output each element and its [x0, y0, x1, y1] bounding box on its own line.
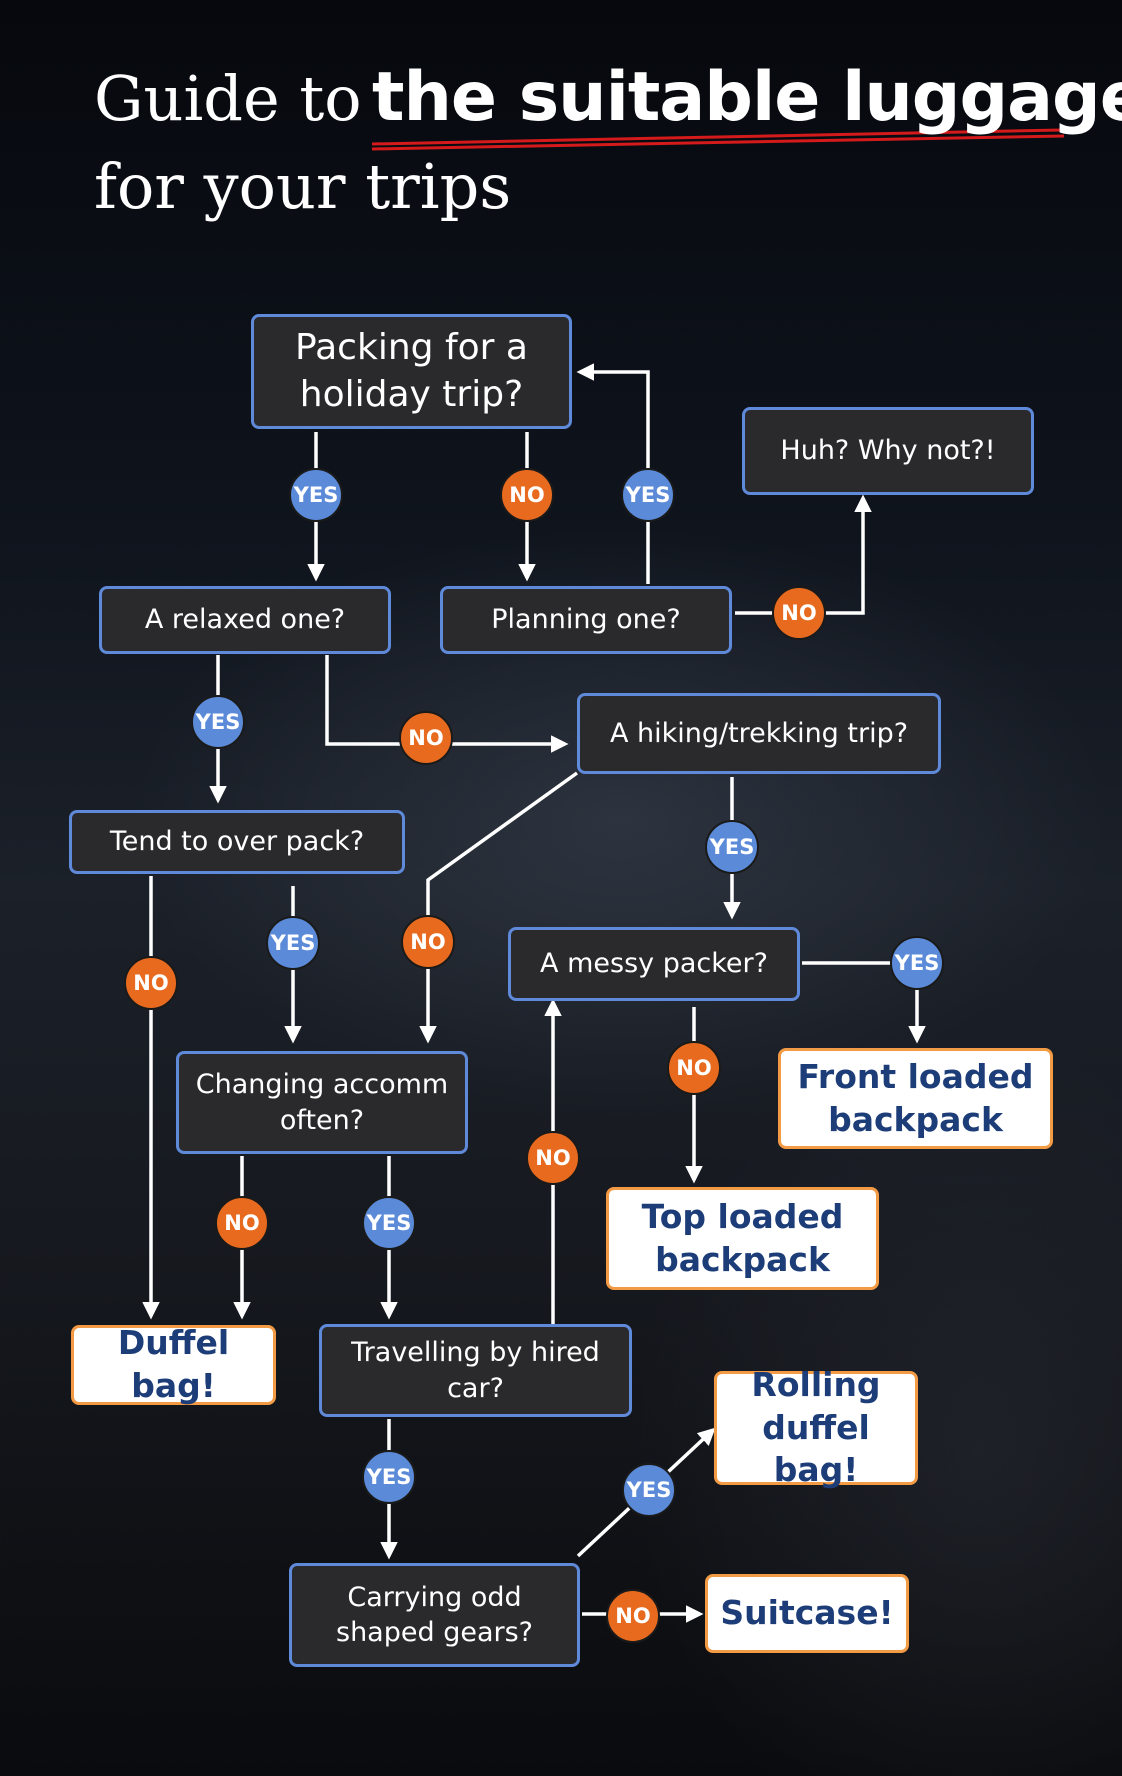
result-suitcase: Suitcase!: [705, 1574, 909, 1653]
no-badge-gears: NO: [606, 1589, 660, 1643]
yes-badge-relaxed: YES: [191, 695, 245, 749]
no-badge-hiking: NO: [401, 915, 455, 969]
connector-relaxed-no: [325, 655, 569, 753]
question-relaxed: A relaxed one?: [99, 586, 391, 654]
yes-badge-holiday: YES: [289, 468, 343, 522]
yes-badge-over-pack: YES: [266, 916, 320, 970]
title-text-tail: for your trips: [94, 150, 512, 223]
no-badge-planning: NO: [772, 586, 826, 640]
question-odd-shaped-gears: Carrying odd shaped gears?: [289, 1563, 580, 1667]
result-top-loaded-backpack: Top loaded backpack: [606, 1187, 879, 1290]
question-holiday-trip: Packing for a holiday trip?: [251, 314, 572, 429]
result-rolling-duffel-bag: Rolling duffel bag!: [714, 1365, 918, 1489]
question-changing-accomm: Changing accomm often?: [176, 1051, 468, 1154]
title-underline: [371, 128, 1065, 151]
outcome-huh-why-not: Huh? Why not?!: [742, 407, 1034, 495]
no-badge-holiday: NO: [500, 468, 554, 522]
question-hiking-trekking: A hiking/trekking trip?: [577, 693, 941, 774]
yes-badge-hired-car: YES: [362, 1450, 416, 1504]
question-over-pack: Tend to over pack?: [69, 810, 405, 874]
title-text-highlight: the suitable luggage: [372, 58, 1122, 137]
question-hired-car: Travelling by hired car?: [319, 1324, 632, 1417]
question-messy-packer: A messy packer?: [508, 927, 800, 1001]
no-badge-messy: NO: [667, 1041, 721, 1095]
no-badge-over-pack: NO: [124, 956, 178, 1010]
no-badge-relaxed: NO: [399, 711, 453, 765]
yes-badge-planning: YES: [621, 468, 675, 522]
yes-badge-messy: YES: [890, 936, 944, 990]
result-front-loaded-backpack: Front loaded backpack: [778, 1048, 1053, 1149]
connector-hiking-no: [419, 771, 579, 1044]
result-duffel-bag: Duffel bag!: [71, 1323, 276, 1405]
yes-badge-changing: YES: [362, 1196, 416, 1250]
question-planning: Planning one?: [440, 586, 732, 654]
no-badge-hired-car: NO: [526, 1131, 580, 1185]
yes-badge-gears: YES: [622, 1463, 676, 1517]
title-text-lead: Guide to: [94, 62, 362, 135]
yes-badge-hiking: YES: [705, 820, 759, 874]
no-badge-changing: NO: [215, 1196, 269, 1250]
